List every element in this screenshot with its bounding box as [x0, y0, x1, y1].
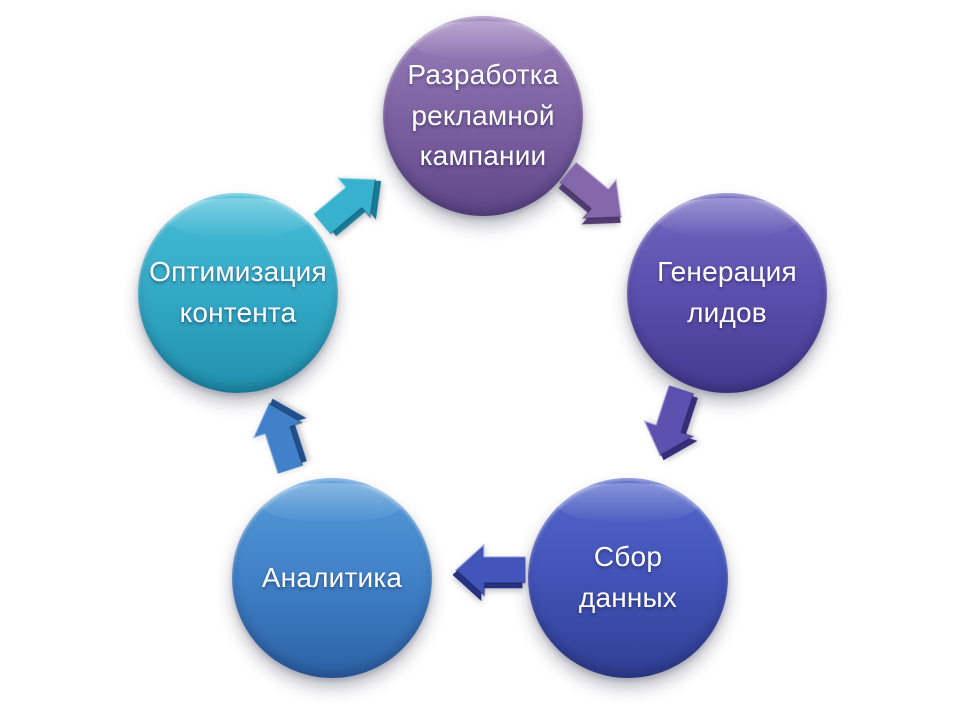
node-label-campaign-development: Разработка рекламной кампании [407, 59, 559, 172]
node-label-content-optimization: Оптимизация контента [149, 256, 327, 328]
cycle-node-analytics: Аналитика [232, 478, 432, 678]
cycle-arrow-content-to-develop-icon [302, 154, 401, 252]
cycle-arrow-analytics-to-content-icon [240, 388, 324, 480]
cycle-node-data-collection: Сбор данных [528, 478, 728, 678]
node-label-analytics: Аналитика [261, 561, 403, 593]
cycle-arrow-data-to-analytics-icon [451, 541, 527, 605]
arrow-icon [452, 542, 526, 602]
cycle-node-lead-generation: Генерация лидов [627, 193, 827, 393]
node-label-lead-generation: Генерация лидов [657, 256, 797, 328]
node-label-data-collection: Сбор данных [578, 541, 678, 613]
cycle-arrow-leads-to-data-icon [631, 379, 715, 471]
arrow-icon [251, 398, 307, 475]
cycle-arrow-develop-to-leads-icon [544, 149, 643, 247]
arrow-icon [558, 160, 623, 225]
arrow-icon [642, 384, 698, 461]
arrow-icon [312, 176, 382, 237]
cycle-node-campaign-development: Разработка рекламной кампании [383, 16, 583, 216]
cycle-node-content-optimization: Оптимизация контента [138, 193, 338, 393]
